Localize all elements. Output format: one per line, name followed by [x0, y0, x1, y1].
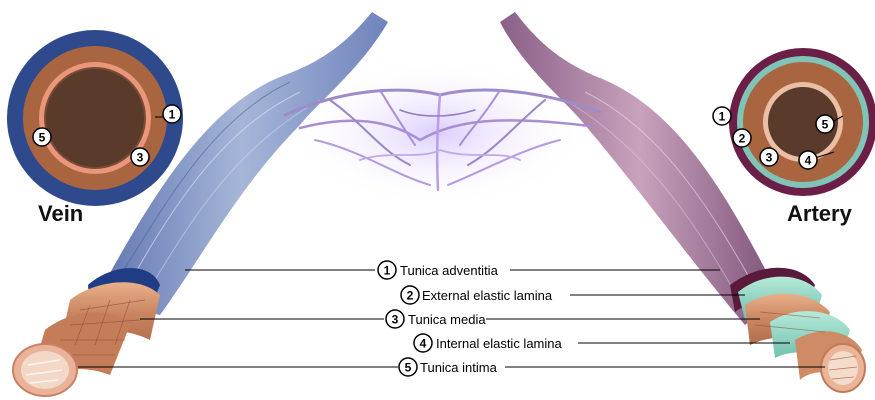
artery-marker-2: 2: [733, 129, 751, 147]
artery-marker-3-number: 3: [766, 151, 773, 165]
vein-marker-1-number: 1: [169, 108, 176, 122]
label-2-number: 2: [407, 289, 414, 303]
artery-marker-4-number: 4: [805, 154, 812, 168]
label-5-number: 5: [405, 361, 412, 375]
vein-cross-section: [7, 30, 183, 206]
label-5-text: Tunica intima: [420, 360, 498, 375]
vein-title: Vein: [38, 201, 83, 227]
artery-cutaway: [730, 268, 865, 392]
artery-title: Artery: [787, 201, 852, 227]
label-tunica-media: 3 Tunica media: [386, 310, 486, 328]
artery-marker-5-number: 5: [822, 118, 829, 132]
label-4-text: Internal elastic lamina: [436, 336, 562, 351]
artery-marker-2-number: 2: [739, 132, 746, 146]
label-3-number: 3: [392, 313, 399, 327]
label-3-text: Tunica media: [408, 312, 486, 327]
label-1-number: 1: [384, 264, 391, 278]
label-1-text: Tunica adventitia: [400, 263, 499, 278]
vein-marker-3-number: 3: [137, 151, 144, 165]
label-external-elastic-lamina: 2 External elastic lamina: [401, 286, 553, 304]
artery-marker-1-number: 1: [719, 110, 726, 124]
artery-cross-section: [729, 48, 875, 196]
artery-marker-1: 1: [713, 107, 731, 125]
label-tunica-adventitia: 1 Tunica adventitia: [378, 261, 499, 279]
label-4-number: 4: [420, 337, 427, 351]
vein-cutaway: [13, 268, 160, 396]
label-tunica-intima: 5 Tunica intima: [399, 358, 498, 376]
vein-marker-5-number: 5: [39, 131, 46, 145]
artery-marker-3: 3: [760, 148, 778, 166]
label-internal-elastic-lamina: 4 Internal elastic lamina: [414, 334, 562, 352]
label-2-text: External elastic lamina: [422, 288, 553, 303]
vein-marker-5: 5: [33, 128, 51, 146]
vein-marker-3: 3: [131, 148, 149, 166]
